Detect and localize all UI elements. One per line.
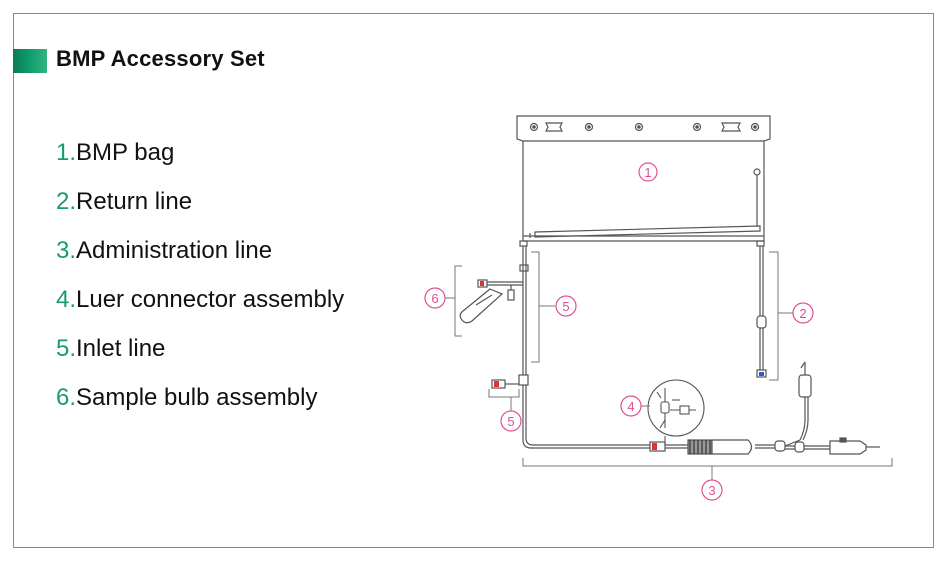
inlet-line [491, 246, 650, 449]
callout-4: 4 [620, 395, 642, 417]
callout-5-lower: 5 [500, 410, 522, 432]
svg-text:3: 3 [708, 483, 715, 498]
list-item: 5.Inlet line [56, 334, 344, 383]
item-label: Return line [76, 188, 193, 215]
item-label: Sample bulb assembly [76, 384, 318, 411]
list-item: 4.Luer connector assembly [56, 285, 344, 334]
item-number: 1. [56, 139, 77, 166]
svg-text:2: 2 [799, 306, 806, 321]
callout-2: 2 [792, 302, 814, 324]
callout-1: 1 [638, 162, 658, 182]
svg-text:1: 1 [644, 165, 651, 180]
callout-brackets [445, 251, 893, 481]
bmp-bag [516, 115, 771, 247]
component-list: 1.BMP bag 2.Return line 3.Administration… [56, 138, 344, 432]
item-number: 4. [56, 286, 77, 313]
svg-text:4: 4 [627, 399, 634, 414]
list-item: 2.Return line [56, 187, 344, 236]
title-accent-bar [13, 49, 47, 73]
return-line [756, 246, 767, 378]
item-label: Inlet line [76, 335, 166, 362]
list-item: 6.Sample bulb assembly [56, 383, 344, 432]
svg-text:5: 5 [507, 414, 514, 429]
item-label: Luer connector assembly [76, 286, 345, 313]
svg-text:5: 5 [562, 299, 569, 314]
callout-5-upper: 5 [555, 295, 577, 317]
item-label: BMP bag [76, 139, 175, 166]
page-title: BMP Accessory Set [56, 46, 265, 71]
sample-bulb-assembly [459, 279, 523, 324]
list-item: 1.BMP bag [56, 138, 344, 187]
item-number: 2. [56, 188, 77, 215]
svg-text:6: 6 [431, 291, 438, 306]
item-number: 6. [56, 384, 77, 411]
item-label: Administration line [76, 237, 273, 264]
callout-3: 3 [701, 479, 723, 501]
slide-frame [13, 13, 934, 548]
list-item: 3.Administration line [56, 236, 344, 285]
administration-line [649, 361, 880, 455]
luer-connector-assembly [647, 379, 705, 445]
callout-6: 6 [424, 287, 446, 309]
item-number: 3. [56, 237, 77, 264]
item-number: 5. [56, 335, 77, 362]
